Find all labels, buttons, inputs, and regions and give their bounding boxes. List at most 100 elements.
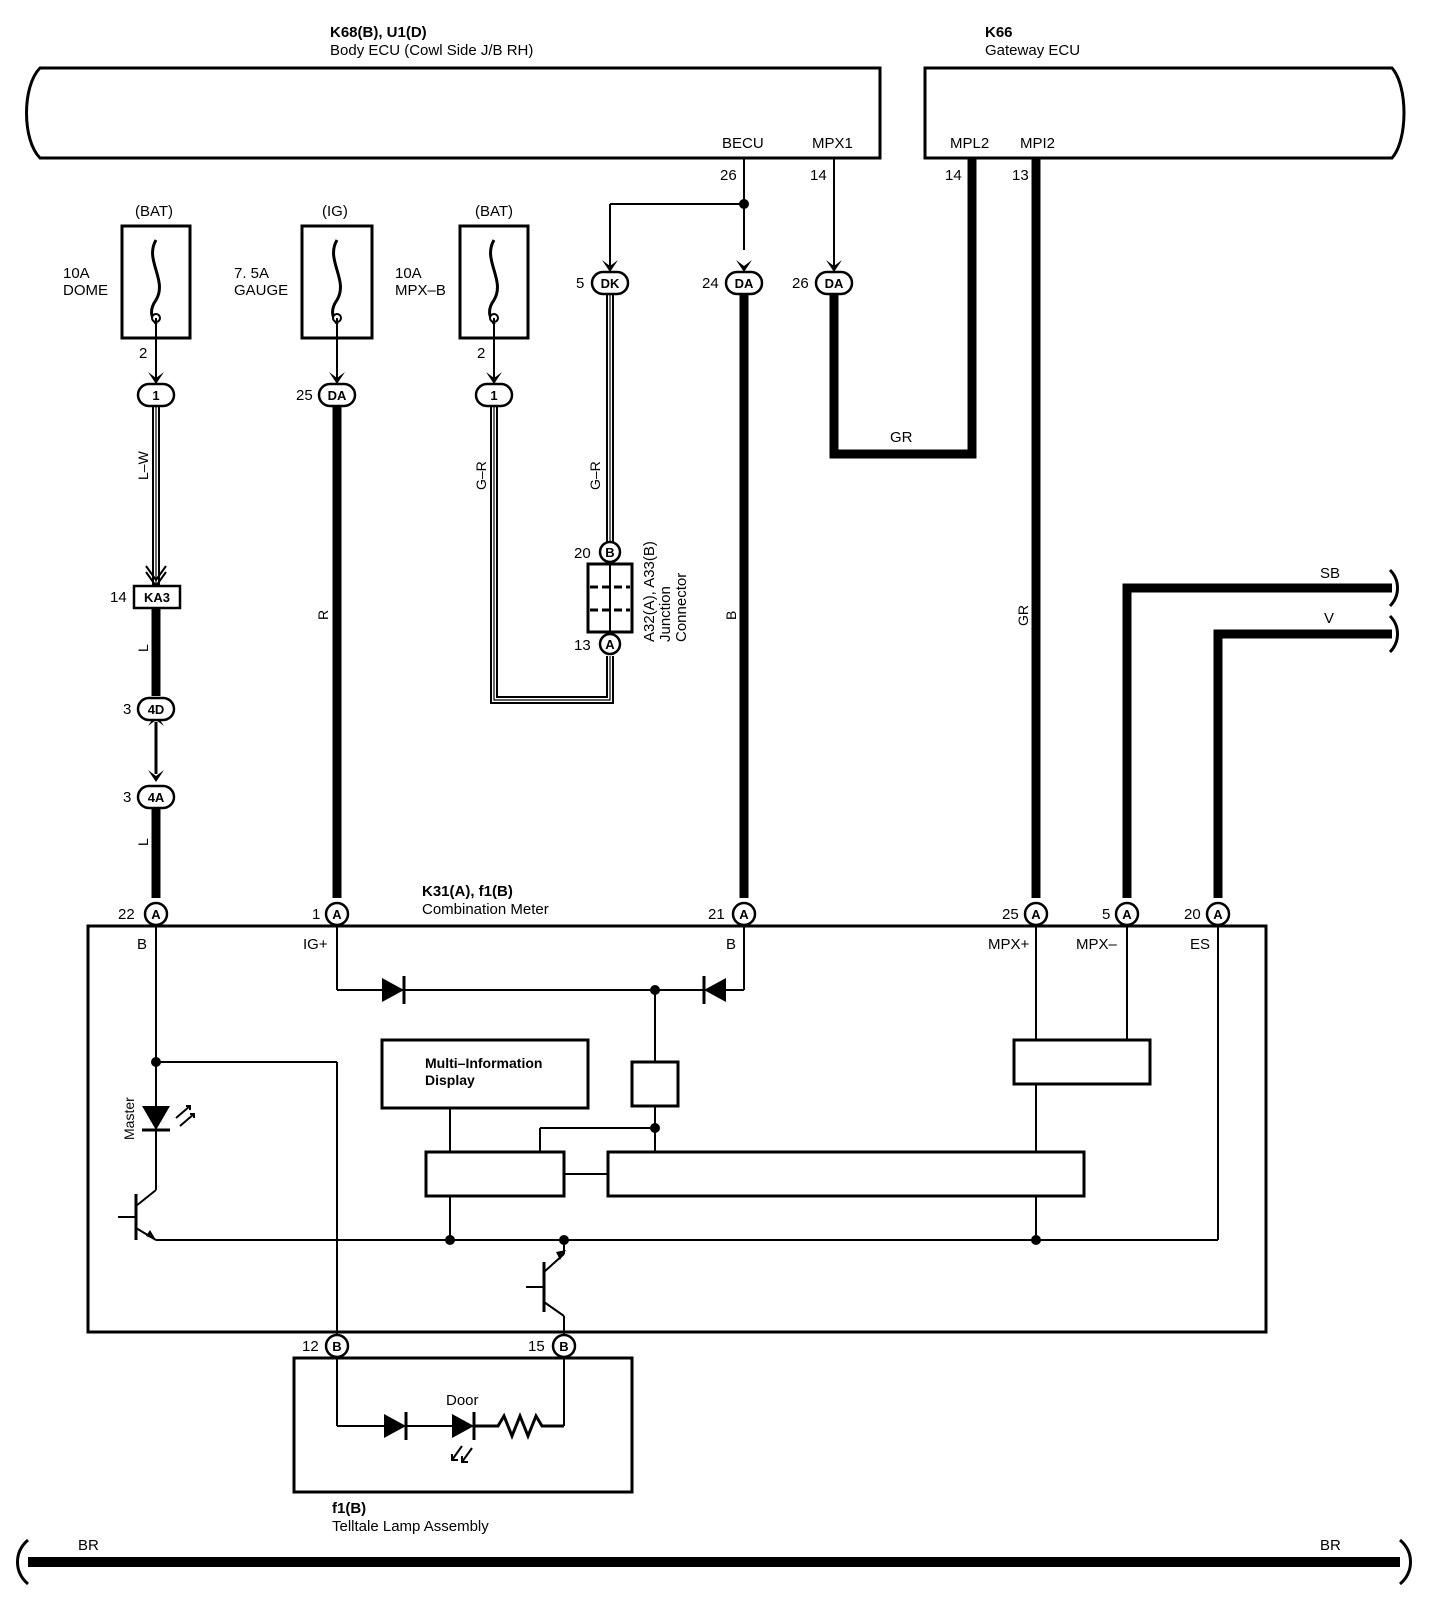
multi-info-line2: Display <box>425 1072 475 1088</box>
svg-text:24: 24 <box>702 275 719 292</box>
gateway-ecu-pin-mpi2: MPI2 <box>1020 135 1055 152</box>
connector-da26: 26 DA <box>792 270 854 296</box>
connector-4d: 3 4D <box>123 696 176 722</box>
wire-dome-color-l1: L <box>135 644 151 652</box>
wire-mpx1-color: GR <box>890 429 913 446</box>
connector-4a: 3 4A <box>123 784 176 810</box>
fuse-mpxb-rating: 10A <box>395 265 422 282</box>
fuse-gauge-rating: 7. 5A <box>234 265 269 282</box>
svg-text:4D: 4D <box>148 702 165 717</box>
svg-text:1: 1 <box>312 906 320 923</box>
svg-text:21: 21 <box>708 906 725 923</box>
junction-name2: Connector <box>673 573 690 642</box>
wire-mpxb-color: G–R <box>473 461 489 490</box>
fuse-dome-source: (BAT) <box>135 203 173 220</box>
wire-dome-color: L–W <box>135 450 151 480</box>
body-ecu-num-mpx1: 14 <box>810 167 827 184</box>
svg-text:IG+: IG+ <box>303 936 328 953</box>
combination-meter-name: Combination Meter <box>422 901 549 918</box>
svg-text:KA3: KA3 <box>144 590 170 605</box>
gateway-ecu: K66 Gateway ECU MPL2 MPI2 14 13 <box>923 24 1406 184</box>
gateway-ecu-num-mpl2: 14 <box>945 167 962 184</box>
svg-text:B: B <box>332 1339 341 1354</box>
svg-text:25: 25 <box>296 387 313 404</box>
junction-code: A32(A), A33(B) <box>641 541 658 642</box>
fuse-gauge-name: GAUGE <box>234 282 288 299</box>
junction-top-conn: B <box>605 545 614 560</box>
connector-ka3: 14 KA3 <box>110 584 182 610</box>
junction-name: Junction <box>657 586 674 642</box>
combination-meter: K31(A), f1(B) Combination Meter 22 A B 1… <box>86 883 1268 1336</box>
svg-text:25: 25 <box>1002 906 1019 923</box>
svg-text:A: A <box>1031 907 1041 922</box>
svg-text:3: 3 <box>123 701 131 718</box>
svg-text:MPX–: MPX– <box>1076 936 1118 953</box>
junction-top-num: 20 <box>574 545 591 562</box>
svg-text:A: A <box>1213 907 1223 922</box>
svg-text:DA: DA <box>825 276 844 291</box>
svg-text:A: A <box>151 907 161 922</box>
svg-text:A: A <box>1122 907 1132 922</box>
svg-text:A: A <box>739 907 749 922</box>
gateway-ecu-pin-mpl2: MPL2 <box>950 135 989 152</box>
ground-right-color: BR <box>1320 1537 1341 1554</box>
junction-bottom-conn: A <box>605 637 615 652</box>
ground-left-color: BR <box>78 1537 99 1554</box>
svg-text:26: 26 <box>792 275 809 292</box>
wire-becu-color: B <box>723 611 739 620</box>
fuse-gauge-source: (IG) <box>322 203 348 220</box>
wire-mpxb: G–R <box>473 318 614 704</box>
telltale-code: f1(B) <box>332 1500 366 1517</box>
display-driver-box <box>424 1150 566 1198</box>
fuse-dome: (BAT) 10A DOME 2 <box>63 203 192 362</box>
fuse-mpxb-name: MPX–B <box>395 282 446 299</box>
diode-ig-icon <box>382 978 404 1002</box>
diode-b-icon <box>704 978 726 1002</box>
telltale-pin-15: 15 B <box>528 1333 577 1359</box>
svg-text:DK: DK <box>601 276 620 291</box>
svg-text:4A: 4A <box>148 790 165 805</box>
wire-sb-v: SB V <box>1122 565 1399 898</box>
svg-text:DA: DA <box>328 388 347 403</box>
gateway-ecu-code: K66 <box>985 24 1013 41</box>
body-ecu-pin-becu: BECU <box>722 135 764 152</box>
wire-sb-color: SB <box>1320 565 1340 582</box>
wire-dk-color: G–R <box>587 461 603 490</box>
mpx-interface-box <box>1012 1038 1152 1086</box>
body-ecu: K68(B), U1(D) Body ECU (Cowl Side J/B RH… <box>25 24 882 184</box>
svg-text:3: 3 <box>123 789 131 806</box>
svg-text:5: 5 <box>576 275 584 292</box>
telltale-lamp-assembly: 12 B 15 B Door f1(B) Telltale Lamp Assem… <box>292 1333 634 1535</box>
svg-text:A: A <box>332 907 342 922</box>
fuse-dome-rating: 10A <box>63 265 90 282</box>
body-ecu-name: Body ECU (Cowl Side J/B RH) <box>330 42 533 59</box>
svg-text:22: 22 <box>118 906 135 923</box>
svg-text:15: 15 <box>528 1338 545 1355</box>
wire-becu: G–R B <box>587 158 752 898</box>
wire-mpx1: GR <box>826 158 977 459</box>
connector-dk: 5 DK <box>576 270 630 296</box>
wire-mpi2-color: GR <box>1015 605 1031 626</box>
multi-info-line1: Multi–Information <box>425 1055 542 1071</box>
meter-cpu-box <box>606 1150 1086 1198</box>
power-regulator-box <box>630 1060 680 1108</box>
wire-v-color: V <box>1324 610 1334 627</box>
svg-text:DA: DA <box>735 276 754 291</box>
door-label: Door <box>446 1392 479 1409</box>
combination-meter-code: K31(A), f1(B) <box>422 883 513 900</box>
gateway-ecu-name: Gateway ECU <box>985 42 1080 59</box>
body-ecu-num-becu: 26 <box>720 167 737 184</box>
svg-text:5: 5 <box>1102 906 1110 923</box>
connector-mpxb-out: 1 <box>474 382 514 408</box>
svg-text:MPX+: MPX+ <box>988 936 1030 953</box>
door-led-icon <box>452 1414 474 1438</box>
meter-internal-circuit: Master <box>118 925 1219 1336</box>
wire-dome-color-l2: L <box>135 838 151 846</box>
fuse-mpxb: (BAT) 10A MPX–B 2 <box>395 203 530 362</box>
svg-text:12: 12 <box>302 1338 319 1355</box>
meter-pin-21: 21 A B <box>708 901 757 953</box>
fuse-gauge: (IG) 7. 5A GAUGE <box>234 203 374 340</box>
ground-bus: BR BR <box>16 1537 1412 1586</box>
telltale-name: Telltale Lamp Assembly <box>332 1518 489 1535</box>
